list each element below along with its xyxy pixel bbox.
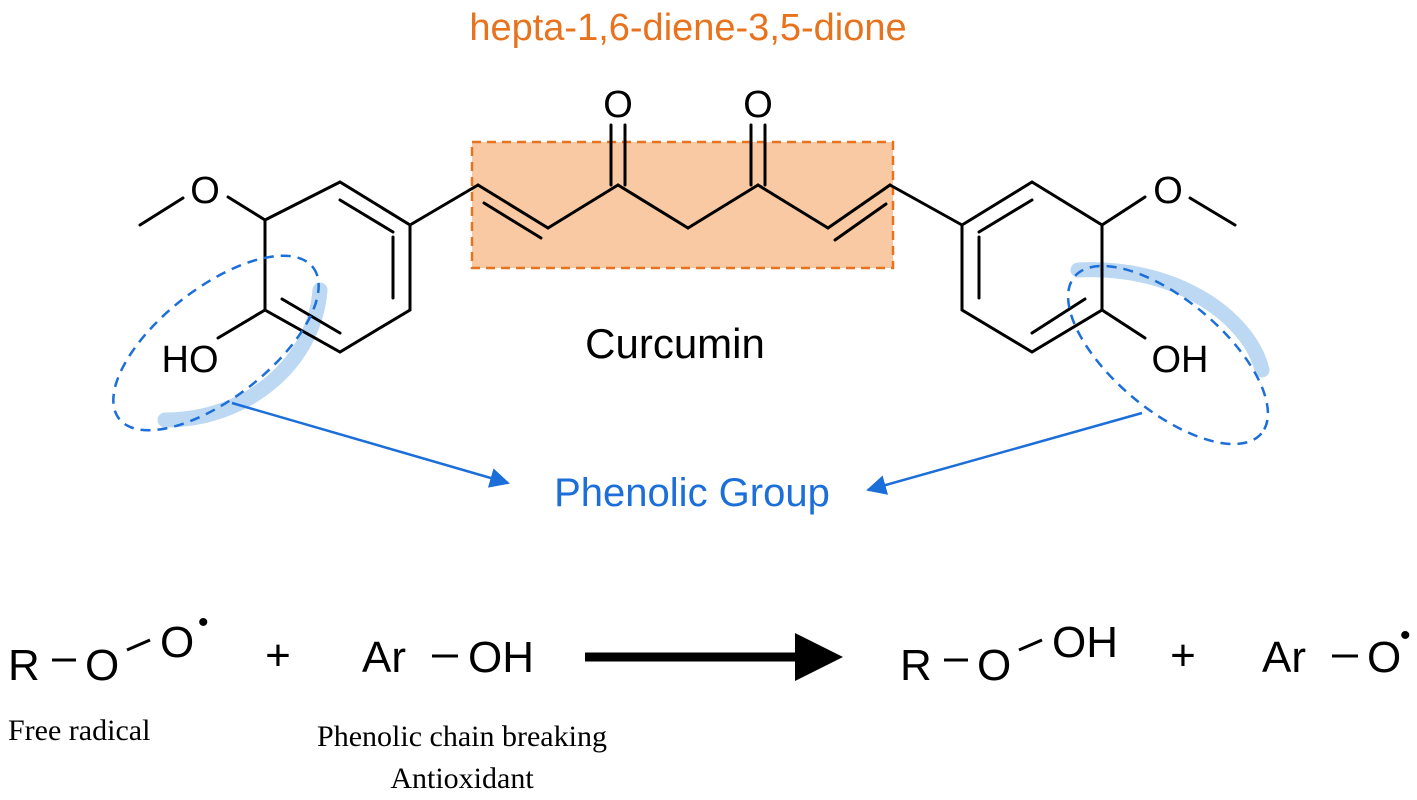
reaction-arrow-head [795, 633, 843, 681]
product1-oh: OH [1052, 618, 1118, 667]
left-aromatic-ring [263, 180, 412, 354]
reactant2-oh: OH [468, 633, 534, 682]
reactant2-ar: Ar [362, 633, 406, 682]
product2-ar: Ar [1262, 633, 1306, 682]
plus-sign-2: + [1170, 631, 1196, 680]
chain-bond-1 [408, 183, 480, 227]
molecule-name: Curcumin [585, 320, 765, 367]
caption-antioxidant-line2: Antioxidant [390, 762, 534, 795]
methoxy-o-left: O [190, 170, 220, 212]
product2-radical-dot: • [1400, 619, 1411, 652]
reactant1-o1: O [85, 641, 119, 690]
bond-o-o-reactant [126, 638, 151, 652]
chain-double-bond-c [826, 183, 892, 230]
reactant1-radical-dot: • [198, 606, 209, 639]
product2-o: O [1367, 633, 1401, 682]
product1-o1: O [977, 641, 1011, 690]
product1-r: R [900, 641, 932, 690]
phenolic-highlight-left [157, 282, 328, 428]
left-methyl-bond [138, 196, 185, 227]
phenolic-ellipse-left [112, 254, 320, 432]
chain-bond-8 [888, 183, 964, 227]
chain-double-bond-b [482, 201, 543, 240]
curcumin-skeleton [138, 123, 1237, 354]
methoxy-o-right: O [1153, 170, 1183, 212]
ketone-o-right: O [743, 84, 773, 126]
hydroxyl-left-label: HO [162, 339, 219, 381]
phenolic-ellipse-right [1066, 264, 1270, 446]
caption-free-radical: Free radical [8, 714, 150, 747]
reactant1-r: R [8, 641, 40, 690]
chain-double-bond-a [476, 183, 550, 230]
right-methyl-bond [1188, 196, 1237, 227]
left-ring-inner-bond-1 [338, 198, 395, 234]
right-methoxy-bond [1100, 195, 1147, 227]
chain-bond-3 [546, 183, 620, 230]
core-name-title: hepta-1,6-diene-3,5-dione [469, 7, 906, 49]
reaction-equation: R O O • + Ar OH R O OH + Ar O • [8, 606, 1411, 690]
right-hydroxyl-bond [1100, 308, 1147, 340]
right-ring-inner-bond-1 [977, 198, 1034, 234]
right-ring-inner-bond-3 [1030, 297, 1087, 335]
reactant1-o2: O [160, 618, 194, 667]
chain-bond-4 [616, 183, 690, 230]
left-hydroxyl-bond [216, 308, 267, 340]
phenolic-highlight-right [1070, 262, 1270, 378]
arrow-right-to-label [866, 411, 1143, 495]
chain-double-bond-d [833, 202, 888, 242]
equation-bonds [52, 638, 1358, 662]
core-highlight-box [470, 140, 895, 270]
chain-bond-6 [756, 183, 830, 230]
phenolic-group-label: Phenolic Group [554, 471, 830, 515]
bond-o-oh-product [1018, 638, 1043, 652]
caption-antioxidant-line1: Phenolic chain breaking [317, 720, 607, 753]
plus-sign-1: + [265, 631, 291, 680]
hydroxyl-right-label: OH [1152, 339, 1209, 381]
arrow-left-to-label [231, 401, 510, 488]
left-methoxy-bond [226, 195, 267, 222]
chain-bond-5 [686, 183, 760, 230]
ketone-o-left: O [603, 84, 633, 126]
